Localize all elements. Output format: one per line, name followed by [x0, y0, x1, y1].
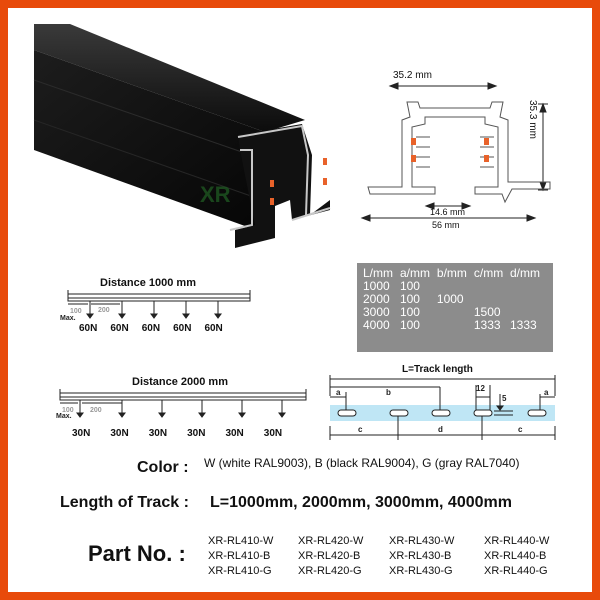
product-photo: XR: [33, 24, 331, 248]
load-1000-diagram: 100 200 Max.: [60, 290, 251, 322]
part-number-label: Part No. :: [88, 541, 186, 566]
svg-text:b: b: [386, 388, 391, 397]
svg-text:12: 12: [476, 384, 485, 393]
svg-text:200: 200: [90, 407, 102, 414]
color-label: Color :: [137, 459, 189, 476]
dim-total-width: 56 mm: [432, 220, 460, 230]
track-length-diagram: a b 12 5 a c d c: [329, 375, 556, 440]
dim-height: 35.3 mm: [527, 100, 538, 139]
part-column-440: XR-RL440-W XR-RL440-B XR-RL440-G: [484, 535, 550, 577]
svg-text:100: 100: [62, 407, 74, 414]
svg-text:a: a: [336, 388, 341, 397]
load-2000-diagram: 100 200 Max.: [56, 389, 307, 420]
part-column-410: XR-RL410-W XR-RL410-B XR-RL410-G: [208, 535, 274, 577]
watermark-logo: XR: [200, 182, 231, 207]
svg-text:5: 5: [502, 394, 507, 403]
svg-text:Max.: Max.: [60, 315, 76, 322]
cross-section-diagram: [360, 82, 551, 222]
track-length-title: L=Track length: [402, 364, 473, 375]
length-value: L=1000mm, 2000mm, 3000mm, 4000mm: [210, 494, 512, 511]
load-1000-title: Distance 1000 mm: [100, 277, 196, 289]
svg-text:c: c: [358, 425, 363, 434]
svg-text:c: c: [518, 425, 523, 434]
part-column-420: XR-RL420-W XR-RL420-B XR-RL420-G: [298, 535, 364, 577]
load-1000-values: 60N 60N 60N 60N 60N: [79, 323, 223, 334]
length-label: Length of Track :: [60, 494, 189, 511]
part-column-430: XR-RL430-W XR-RL430-B XR-RL430-G: [389, 535, 455, 577]
load-2000-title: Distance 2000 mm: [132, 376, 228, 388]
dim-top-width: 35.2 mm: [393, 70, 432, 81]
svg-text:100: 100: [70, 308, 82, 315]
svg-text:d: d: [438, 425, 443, 434]
svg-text:a: a: [544, 388, 549, 397]
load-2000-values: 30N 30N 30N 30N 30N 30N: [72, 428, 283, 439]
svg-text:Max.: Max.: [56, 413, 72, 420]
svg-text:200: 200: [98, 307, 110, 314]
dim-opening-width: 14.6 mm: [430, 207, 466, 217]
color-value: W (white RAL9003), B (black RAL9004), G …: [204, 456, 520, 470]
